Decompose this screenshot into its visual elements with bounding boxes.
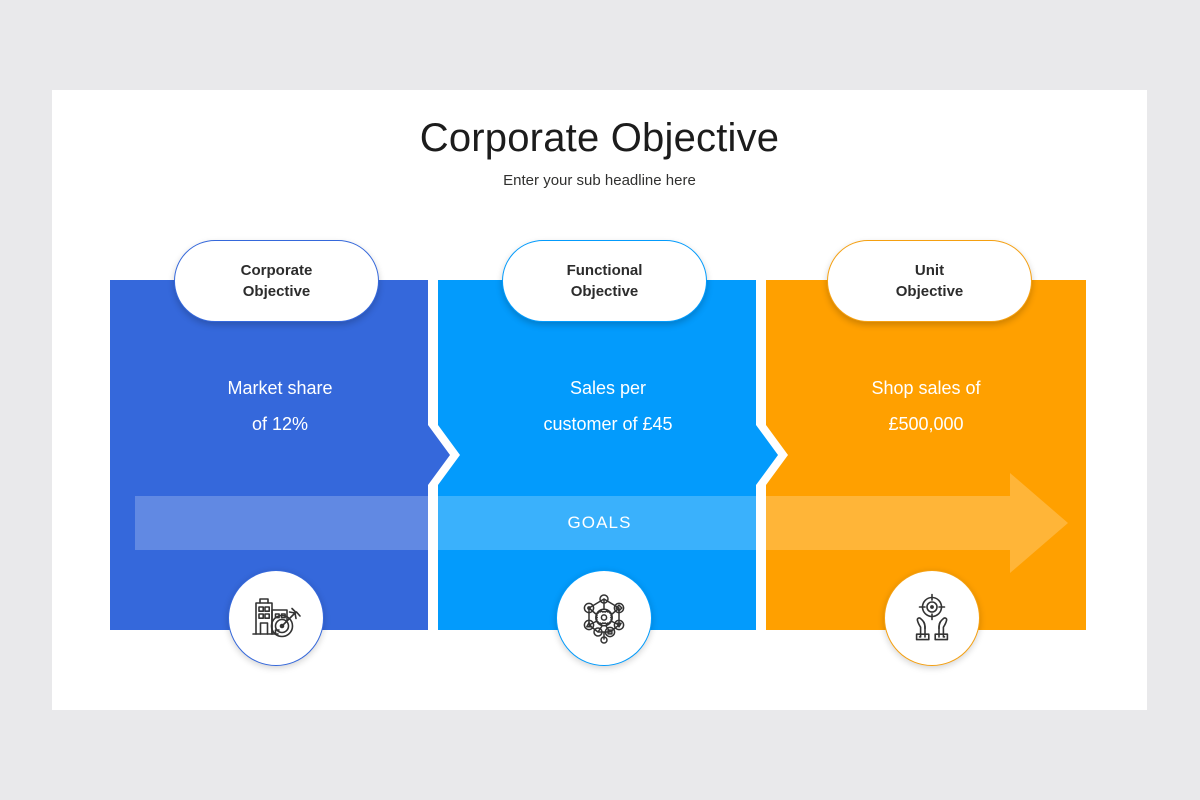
pill-unit-objective[interactable]: Unit Objective bbox=[827, 240, 1032, 322]
page-title: Corporate Objective bbox=[419, 116, 780, 160]
hands-target-icon bbox=[904, 590, 960, 646]
pill-line2: Objective bbox=[570, 283, 639, 300]
pill-functional-objective[interactable]: Functional Objective bbox=[502, 240, 707, 322]
pill-label-functional: Functional Objective bbox=[567, 260, 643, 302]
panel-shape-functional bbox=[438, 280, 778, 630]
icon-circle-corporate[interactable] bbox=[228, 570, 324, 666]
pill-corporate-objective[interactable]: Corporate Objective bbox=[174, 240, 379, 322]
pill-label-corporate: Corporate Objective bbox=[241, 260, 313, 302]
pill-line1: Functional bbox=[566, 262, 643, 279]
pill-line2: Objective bbox=[242, 283, 311, 300]
icon-circle-functional[interactable] bbox=[556, 570, 652, 666]
pill-line1: Corporate bbox=[240, 262, 313, 279]
panel-shape-corporate bbox=[110, 280, 450, 630]
panel-shape-unit bbox=[766, 280, 1086, 630]
pill-line1: Unit bbox=[914, 262, 945, 279]
building-target-icon bbox=[248, 590, 304, 646]
icon-circle-unit[interactable] bbox=[884, 570, 980, 666]
page-subtitle: Enter your sub headline here bbox=[503, 172, 696, 189]
slide-card: Corporate Objective Enter your sub headl… bbox=[52, 90, 1147, 710]
pill-line2: Objective bbox=[895, 283, 964, 300]
objective-columns: Market share of 12% Sales per customer o… bbox=[52, 90, 1147, 710]
network-gear-icon bbox=[576, 590, 632, 646]
pill-label-unit: Unit Objective bbox=[896, 260, 964, 302]
